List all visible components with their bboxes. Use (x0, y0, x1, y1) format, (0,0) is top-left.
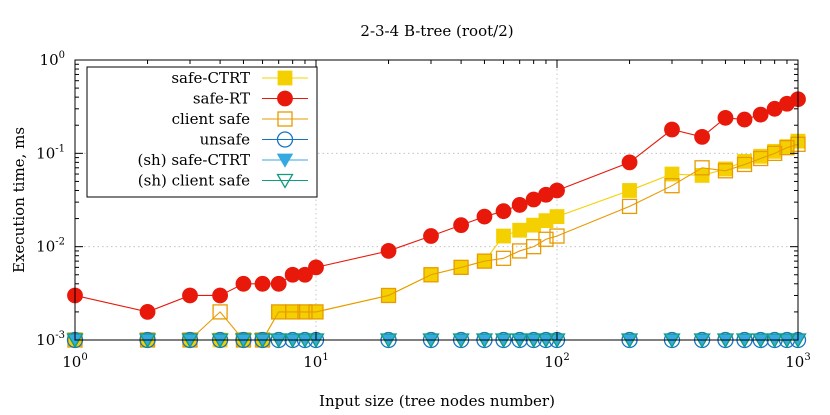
grid (75, 60, 798, 340)
data-point (297, 304, 313, 320)
tick-label-exponent: 0 (81, 352, 87, 363)
legend-label: (sh) safe-CTRT (138, 151, 251, 169)
legend-marker (277, 90, 293, 107)
data-point (284, 304, 301, 320)
data-point (182, 287, 198, 304)
legend-label: client safe (172, 110, 251, 128)
legend-marker (277, 70, 293, 86)
data-point (423, 228, 439, 244)
data-point (526, 217, 542, 233)
data-point (270, 275, 287, 292)
x-tick-label: 101 (303, 352, 328, 371)
tick-label-base: 10 (36, 144, 55, 162)
data-point (717, 109, 734, 126)
tick-label-base: 10 (785, 353, 804, 371)
data-point (476, 253, 493, 269)
legend-marker (277, 111, 293, 127)
data-point (549, 209, 565, 224)
y-tick-label: 100 (40, 50, 65, 69)
data-point (511, 197, 528, 213)
tick-label-exponent: 2 (563, 352, 569, 363)
data-point (694, 160, 710, 176)
data-point (717, 163, 734, 179)
data-point (664, 178, 680, 194)
y-tick-label: 10-2 (36, 237, 65, 256)
data-point (622, 183, 637, 198)
tick-label-exponent: -1 (55, 143, 65, 154)
data-point (308, 259, 324, 276)
data-point (139, 304, 156, 320)
data-point (664, 166, 680, 182)
plot-frame (74, 59, 799, 341)
series-1 (67, 91, 806, 320)
data-point (549, 182, 565, 199)
series-line (74, 98, 799, 313)
data-point (254, 275, 271, 292)
data-point (736, 111, 753, 128)
data-point (476, 208, 493, 225)
data-point (496, 228, 511, 244)
x-tick-label: 102 (544, 352, 569, 371)
legend-label: unsafe (200, 131, 251, 149)
data-point (212, 304, 228, 320)
tick-label-exponent: -3 (55, 330, 65, 341)
tick-label-base: 10 (36, 331, 55, 349)
data-point (495, 203, 512, 220)
x-tick-label: 100 (62, 352, 87, 371)
data-point (538, 231, 554, 247)
data-point (495, 250, 512, 266)
legend-label: safe-RT (193, 90, 250, 108)
data-point (308, 304, 324, 320)
tick-label-exponent: 3 (804, 352, 810, 363)
data-point (380, 243, 397, 259)
tick-label-base: 10 (62, 353, 81, 371)
tick-label-exponent: 1 (322, 352, 328, 363)
legend-marker (276, 153, 294, 168)
tick-label-base: 10 (36, 238, 55, 256)
data-point (736, 156, 753, 173)
y-axis-label: Execution time, ms (10, 127, 28, 273)
tick-label-exponent: -2 (55, 237, 65, 248)
data-point (752, 106, 769, 123)
data-point (453, 259, 469, 276)
legend-label: (sh) client safe (138, 172, 250, 190)
data-point (235, 275, 252, 292)
data-point (621, 198, 638, 215)
data-point (423, 267, 439, 283)
data-point (621, 154, 638, 171)
y-tick-label: 10-1 (36, 143, 65, 162)
data-point (779, 140, 795, 156)
data-point (380, 287, 397, 304)
legend-marker (276, 131, 294, 148)
chart-title: 2-3-4 B-tree (root/2) (360, 22, 513, 40)
y-tick-label: 10-3 (36, 330, 65, 349)
legend: safe-CTRT safe-RT client safe unsafe (sh) sa… (86, 66, 318, 198)
data-point (694, 128, 710, 145)
tick-label-base: 10 (40, 51, 59, 69)
data-point (664, 121, 680, 138)
data-point (453, 217, 469, 234)
tick-label-base: 10 (544, 353, 563, 371)
x-axis-label: Input size (tree nodes number) (319, 392, 555, 410)
data-point (212, 287, 228, 304)
data-point (549, 228, 565, 244)
data-point (766, 145, 783, 161)
legend-marker (276, 173, 294, 189)
tick-label-exponent: 0 (59, 50, 65, 61)
legend-label: safe-CTRT (171, 69, 250, 87)
tick-label-base: 10 (303, 353, 322, 371)
x-tick-label: 103 (785, 352, 810, 371)
data-point (512, 222, 528, 238)
data-point (297, 266, 313, 283)
